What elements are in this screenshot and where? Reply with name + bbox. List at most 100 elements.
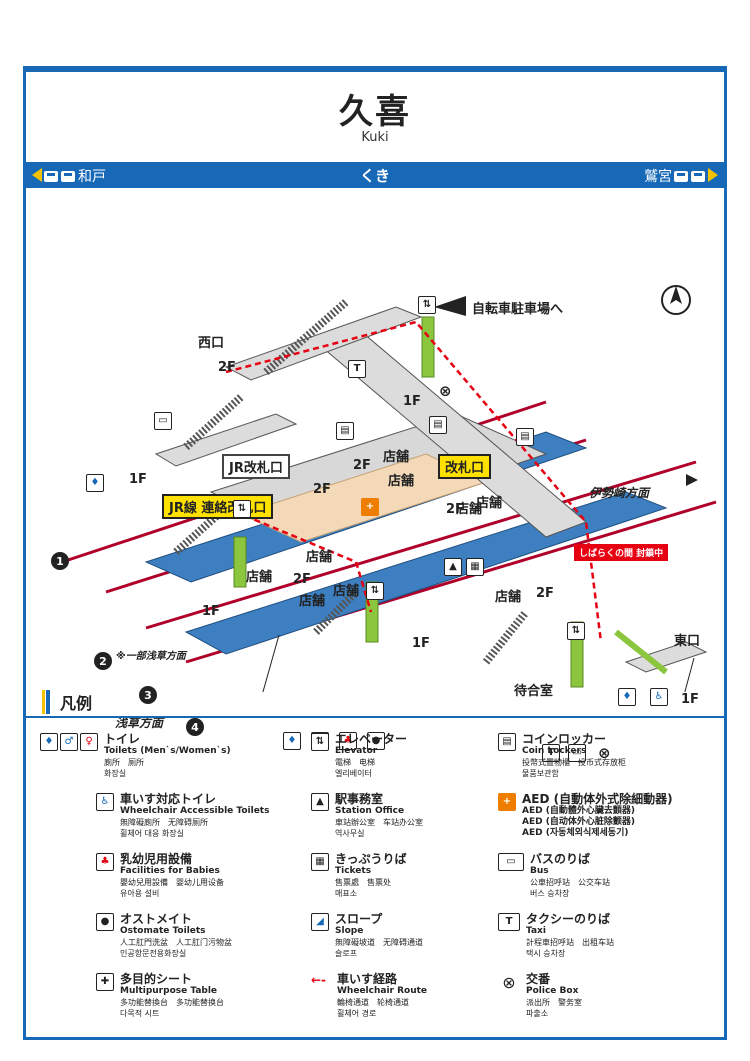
- isesaki-label: 伊勢崎: [589, 486, 626, 500]
- isesaki-suffix: 方面: [625, 486, 650, 500]
- train-icon: [691, 170, 705, 182]
- platform-number: 2: [94, 652, 112, 670]
- legend-ja: 多目的シート: [120, 972, 193, 986]
- arrow-bicycle: [434, 296, 466, 316]
- police-box-icon: ⊗: [439, 382, 452, 400]
- compass-needle: [670, 286, 682, 304]
- baby-icon: ♣: [339, 732, 357, 750]
- elevator-shaft: [233, 536, 247, 588]
- legend-zh: 公車招呼站 公交车站: [530, 878, 610, 887]
- floor-label: 1F: [129, 472, 147, 487]
- ostomate-icon: ●: [96, 913, 114, 931]
- shop-label: 店舗: [383, 450, 410, 465]
- next-station-name: 鷲宮: [644, 169, 672, 185]
- bus-icon: ▭: [498, 853, 524, 871]
- shop-label: 店舗: [333, 584, 360, 599]
- floor-label: 2F: [446, 502, 464, 517]
- station-office-icon: ▲: [444, 558, 462, 576]
- station-office-icon: ▲: [311, 793, 329, 811]
- platform-number: 4: [186, 718, 204, 736]
- shop-label: 店舗: [456, 502, 483, 517]
- legend-ja: きっぷうりば: [335, 852, 407, 866]
- floor-label: 2F: [353, 458, 371, 473]
- prev-station[interactable]: 和戸: [32, 166, 106, 186]
- legend-ja: バスのりば: [530, 852, 591, 866]
- legend-en: Tickets: [335, 866, 372, 876]
- legend-ko: 다목적 시트: [120, 1009, 160, 1018]
- taxi-icon: T: [542, 744, 560, 762]
- legend-ja: エレベーター: [335, 732, 408, 746]
- legend-ja: スロープ: [335, 912, 383, 926]
- legend-zh: 派出所 警务室: [526, 998, 582, 1007]
- coin-locker-icon: ▤: [336, 422, 354, 440]
- stairs: [183, 394, 244, 450]
- wheelchair-icon: ♿: [96, 793, 114, 811]
- multipurpose-table-icon: ✚: [96, 973, 114, 991]
- partial-asakusa-label: ※一部浅草方面: [116, 651, 186, 662]
- toilet-icon: ♦: [283, 732, 301, 750]
- shop-label: 店舗: [495, 590, 522, 605]
- elevator-icon: ⇅: [233, 500, 251, 518]
- shop-label: 店舗: [388, 474, 415, 489]
- line-bar: 和戸 くき 鷲宮: [26, 162, 724, 188]
- police-box-icon: ⊗: [598, 744, 611, 762]
- legend-ja: AED (自動体外式除細動器): [522, 792, 673, 806]
- legend-zh: 無障礙廁所 无障碍厕所: [120, 818, 208, 827]
- legend-ko: 엘리베이터: [335, 769, 372, 778]
- asakusa-label: 浅草: [115, 716, 140, 730]
- legend-ko: 화장실: [104, 769, 127, 778]
- platform-number: 3: [139, 686, 157, 704]
- legend-zh: 人工肛門洗盆 人工肛门污物盆: [120, 938, 232, 947]
- floor-label: 1F: [202, 604, 220, 619]
- slope: [614, 629, 668, 675]
- floor-label: 2F: [313, 482, 331, 497]
- prev-station-name: 和戸: [78, 169, 106, 185]
- closed-notice: しばらくの間 封鎖中: [574, 544, 669, 561]
- legend-en: Elevator: [335, 746, 378, 756]
- legend-zh: 廁所 厕所: [104, 758, 144, 767]
- legend-ko: 파출소: [526, 1009, 549, 1018]
- legend-en: Wheelchair Route: [337, 986, 428, 996]
- legend-en: AED (自動體外心臟去顫器): [522, 806, 635, 816]
- legend-ja: トイレ: [104, 732, 141, 746]
- jr-transfer-gate-label: JR線 連絡改札口: [162, 494, 274, 519]
- legend-zh: 無障礙坡道 无障碍通道: [335, 938, 423, 947]
- stairs: [482, 609, 530, 665]
- coin-locker-icon: ▤: [498, 733, 516, 751]
- platform-number: 1: [51, 552, 69, 570]
- floor-label: 1F: [412, 636, 430, 651]
- tickets-icon: ▦: [311, 853, 329, 871]
- train-icon: [44, 170, 58, 182]
- east-exit-label: 東口: [674, 634, 701, 649]
- taxi-icon: T: [348, 360, 366, 378]
- next-station[interactable]: 鷲宮: [644, 166, 718, 186]
- legend-ja: タクシーのりば: [526, 912, 611, 926]
- elevator-icon: ⇅: [567, 622, 585, 640]
- police-box-icon: ⊗: [502, 973, 516, 992]
- legend-zh: 嬰幼兒用設備 婴幼儿用设备: [120, 878, 224, 887]
- stairs: [263, 298, 349, 376]
- west-exit-label: 西口: [198, 336, 225, 351]
- bus-icon: ▭: [154, 412, 172, 430]
- west-stairs-landing: [154, 413, 298, 467]
- waiting-room-label: 待合室: [514, 684, 554, 699]
- station-diagram: 西口 東口 自転車駐車場へ JR改札口 JR線 連絡改札口 改札口 しばらくの間…: [26, 192, 724, 763]
- legend-en: Multipurpose Table: [120, 986, 218, 996]
- legend-ja: 車いす対応トイレ: [120, 792, 217, 806]
- legend-ja: 乳幼児用設備: [120, 852, 193, 866]
- floor-label: 1F: [403, 394, 421, 409]
- toilet-icon: ♦: [86, 474, 104, 492]
- taxi-icon: T: [498, 913, 520, 931]
- bicycle-parking-label[interactable]: 自転車駐車場へ: [472, 302, 564, 317]
